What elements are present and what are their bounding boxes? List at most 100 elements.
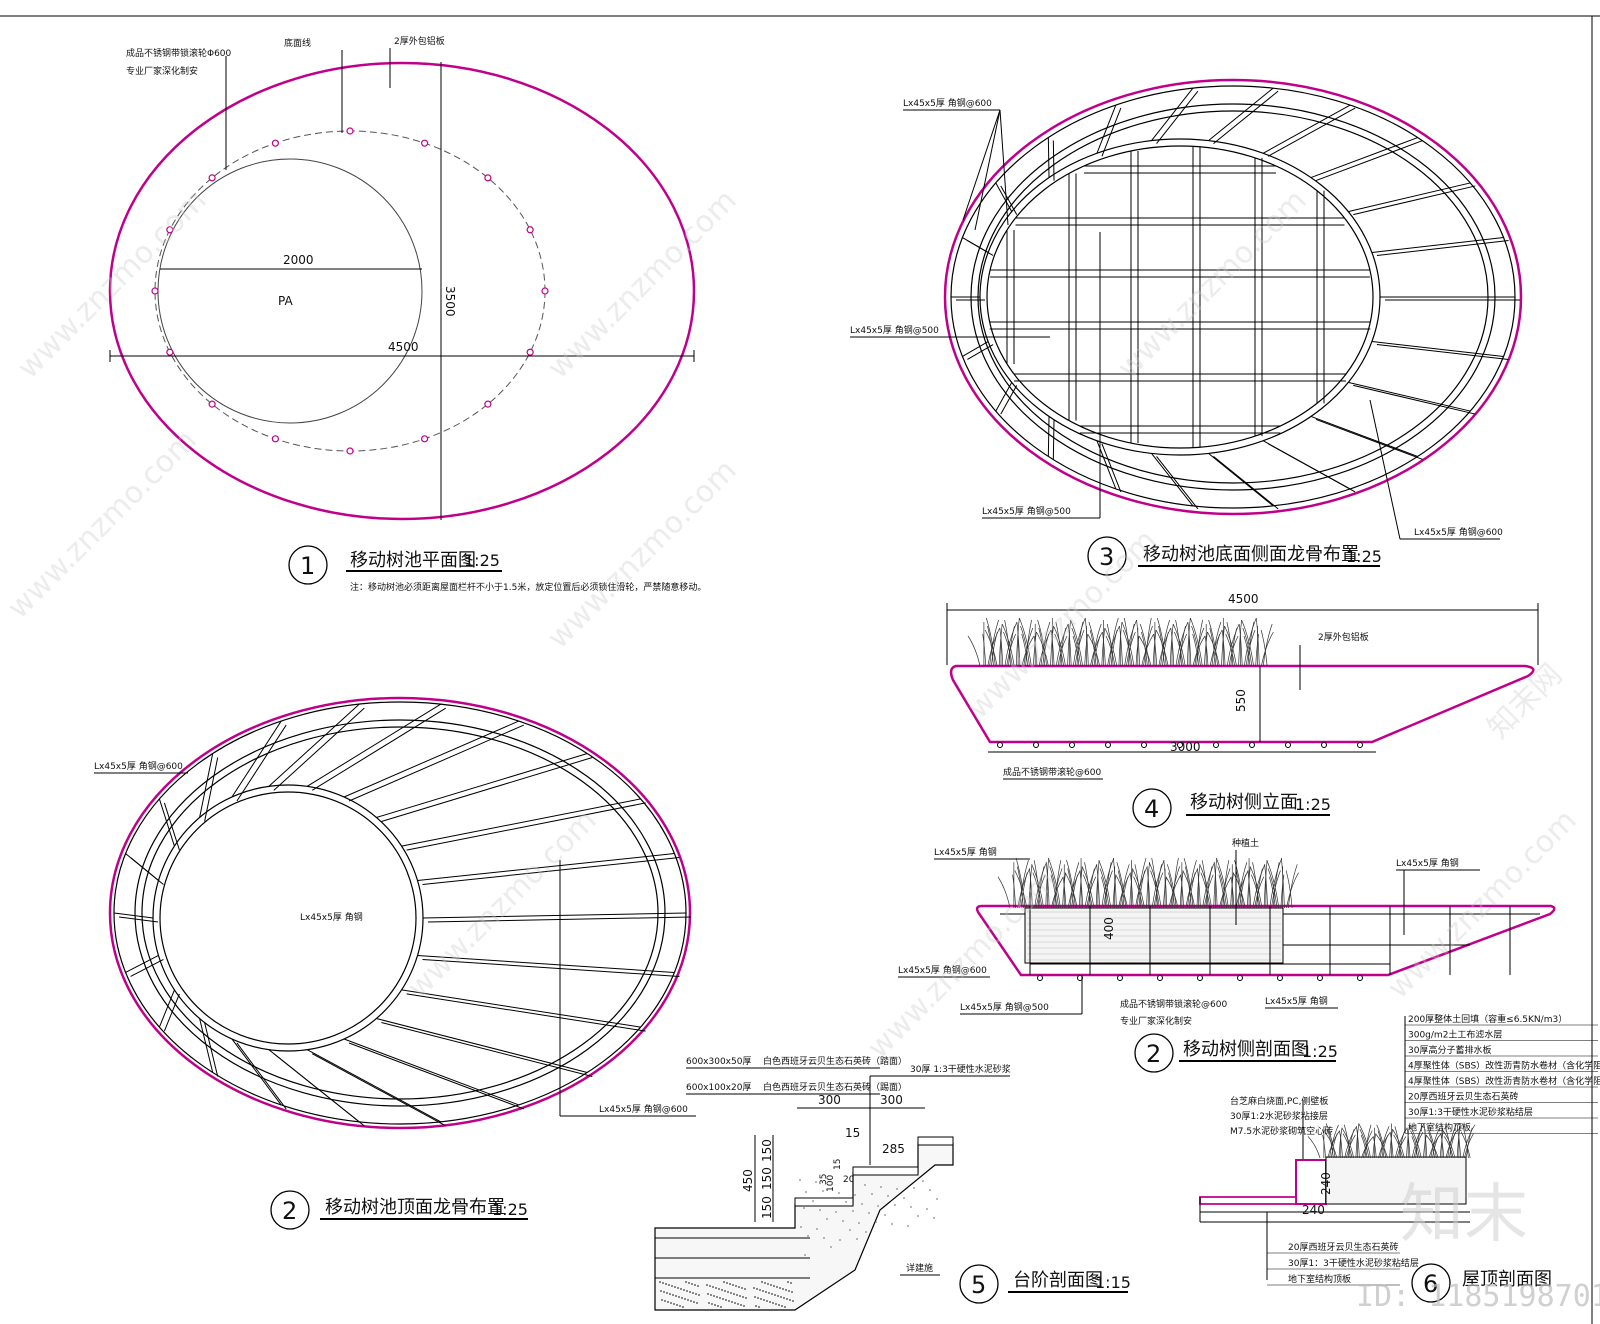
grass-blade bbox=[1037, 619, 1047, 667]
side-section-view: 400 Lx45x5厚 角钢 种植土 Lx45x5厚 角钢 Lx45x5厚 角钢… bbox=[898, 837, 1556, 1073]
drawing-scale: 1:25 bbox=[1295, 795, 1331, 814]
gravel-dot bbox=[714, 1304, 716, 1306]
grass-blade bbox=[1138, 635, 1152, 667]
grass-blade bbox=[1329, 1124, 1339, 1159]
drawing-scale: 1:25 bbox=[1302, 1042, 1338, 1061]
gravel-dot bbox=[675, 1295, 677, 1297]
concrete-dot bbox=[807, 1235, 809, 1237]
grid-members bbox=[989, 146, 1371, 448]
radial-member bbox=[1213, 456, 1279, 510]
dim-15: 15 bbox=[845, 1126, 860, 1140]
grass-blade bbox=[1122, 629, 1133, 667]
grass-blade bbox=[1360, 1134, 1368, 1159]
grass-blade bbox=[1110, 629, 1118, 667]
radial-member bbox=[417, 954, 675, 973]
grass-blade bbox=[1054, 633, 1065, 667]
dim-400: 400 bbox=[1102, 917, 1116, 940]
caster-dot bbox=[526, 226, 534, 234]
grass-blade bbox=[985, 617, 996, 667]
gravel-dot bbox=[664, 1300, 666, 1302]
grass-blade bbox=[1394, 1127, 1408, 1159]
grass-blade bbox=[1364, 1124, 1372, 1159]
caster-wheel bbox=[1157, 975, 1163, 981]
concrete-dot bbox=[884, 1214, 886, 1216]
label-bottom-line: 底面线 bbox=[284, 37, 311, 49]
grass-blade bbox=[1449, 1131, 1456, 1159]
radial-member bbox=[1151, 453, 1194, 507]
gravel-dot bbox=[753, 1287, 755, 1289]
gravel-dot bbox=[692, 1292, 694, 1294]
dim-450: 450 bbox=[741, 1169, 755, 1192]
dim-15-b: 15 bbox=[833, 1159, 843, 1170]
concrete-dot bbox=[858, 1222, 860, 1224]
radial-member bbox=[273, 707, 365, 791]
grass-blade bbox=[1408, 1124, 1422, 1159]
grass-blade bbox=[1152, 629, 1157, 667]
radial-member bbox=[1156, 456, 1199, 510]
dim-4500: 4500 bbox=[1228, 592, 1259, 606]
grass-blade bbox=[1014, 870, 1028, 909]
gravel-dot bbox=[722, 1298, 724, 1300]
caster-wheel bbox=[1285, 742, 1291, 748]
radial-member bbox=[1315, 140, 1423, 182]
drawing-number-circle bbox=[1087, 536, 1127, 576]
grass-blade bbox=[1033, 631, 1037, 667]
grass-blade bbox=[991, 631, 998, 667]
grass-blade bbox=[1191, 625, 1201, 667]
radial-member bbox=[231, 1038, 282, 1106]
grass-blade bbox=[1115, 874, 1128, 909]
label-soil: 种植土 bbox=[1232, 837, 1259, 849]
drawing-title: 移动树侧立面 bbox=[1190, 792, 1298, 813]
grass-blade bbox=[1138, 870, 1146, 909]
grass-blade bbox=[1008, 625, 1015, 667]
gravel-dot bbox=[745, 1297, 747, 1299]
grass-blade bbox=[1160, 619, 1170, 667]
caster-group bbox=[997, 742, 1363, 748]
gravel-dot bbox=[717, 1305, 719, 1307]
radial-member bbox=[1000, 385, 1018, 415]
concrete-dot bbox=[799, 1179, 801, 1181]
grass-blade bbox=[1376, 1124, 1387, 1159]
gravel-dot bbox=[780, 1296, 782, 1298]
label-br: Lx45x5厚 角钢@600 bbox=[1414, 526, 1503, 538]
grass-blade bbox=[1379, 1126, 1390, 1159]
grass-blade bbox=[1172, 858, 1179, 909]
gravel-dot bbox=[721, 1289, 723, 1291]
watermark-site: www.znzmo.com bbox=[541, 453, 744, 656]
radial-member bbox=[1052, 419, 1055, 460]
grass-blade bbox=[1182, 870, 1196, 909]
gravel-dot bbox=[718, 1288, 720, 1290]
grass-blade bbox=[1243, 635, 1251, 667]
grass-blade bbox=[1267, 868, 1278, 909]
drawing-scale: 1:15 bbox=[1095, 1273, 1131, 1292]
grass-blade bbox=[1004, 619, 1011, 667]
grass-blade bbox=[1246, 866, 1251, 909]
gravel-dot bbox=[679, 1305, 681, 1307]
grass-blade bbox=[1189, 617, 1203, 667]
gravel-dot bbox=[690, 1300, 692, 1302]
grass-blade bbox=[1211, 621, 1222, 667]
grass-blade bbox=[1359, 1129, 1370, 1159]
caster-wheel bbox=[1357, 975, 1363, 981]
grass-blade bbox=[1266, 860, 1280, 909]
concrete-dot bbox=[831, 1183, 833, 1185]
grass-blade bbox=[1247, 621, 1255, 667]
radial-member bbox=[376, 753, 588, 818]
concrete-dot bbox=[830, 1246, 832, 1248]
gravel-dot bbox=[673, 1303, 675, 1305]
gravel-dot bbox=[686, 1290, 688, 1292]
gravel-dot bbox=[737, 1303, 739, 1305]
grass-blade bbox=[1003, 631, 1013, 667]
caster-dot bbox=[208, 174, 216, 182]
caster-dot bbox=[208, 400, 216, 408]
grass-blade bbox=[982, 633, 987, 667]
drawing-title: 台阶剖面图 bbox=[1013, 1270, 1103, 1291]
grass-blade bbox=[1199, 864, 1212, 909]
grass-blade bbox=[1040, 621, 1051, 667]
concrete-dot bbox=[913, 1187, 915, 1189]
gravel-dot bbox=[689, 1291, 691, 1293]
radial-member bbox=[158, 798, 175, 847]
grass-blade bbox=[1067, 870, 1081, 909]
grass-blade bbox=[1104, 627, 1118, 667]
gravel-dot bbox=[680, 1288, 682, 1290]
